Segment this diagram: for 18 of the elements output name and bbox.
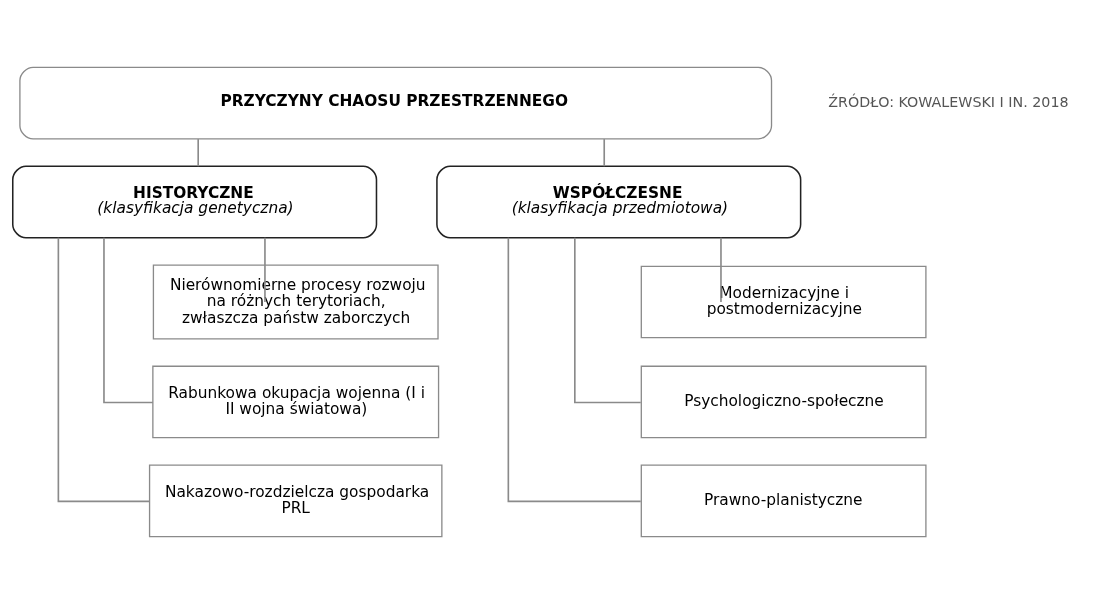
- connector: [103, 236, 154, 403]
- connector: [264, 236, 266, 303]
- connector: [574, 236, 642, 403]
- node-box: Nakazowo-rozdzielcza gospodarka PRL: [148, 464, 443, 537]
- node-box: HISTORYCZNE (klasyfikacja genetyczna): [12, 165, 378, 238]
- node-box: Nierównomierne procesy rozwoju na różnych terytoriach, zwłaszcza państw zaborczych: [152, 264, 439, 339]
- node-box: Prawno-planistyczne: [640, 464, 927, 537]
- connector: [720, 236, 722, 303]
- node-box: Rabunkowa okupacja wojenna (I i II wojna światowa): [152, 365, 440, 438]
- connector: [57, 236, 151, 502]
- node-box: PRZYCZYNY CHAOSU PRZESTRZENNEGO: [19, 66, 773, 139]
- node-box: WSPÓŁCZESNE (klasyfikacja przedmiotowa): [436, 165, 802, 238]
- connector: [197, 137, 199, 167]
- node-box: Psychologiczno-społeczne: [640, 365, 927, 438]
- node-box: Modernizacyjne i postmodernizacyjne: [640, 265, 927, 338]
- connector: [603, 137, 606, 167]
- connector: [507, 236, 642, 502]
- label: ŹRÓDŁO: KOWALEWSKI I IN. 2018: [828, 93, 1069, 110]
